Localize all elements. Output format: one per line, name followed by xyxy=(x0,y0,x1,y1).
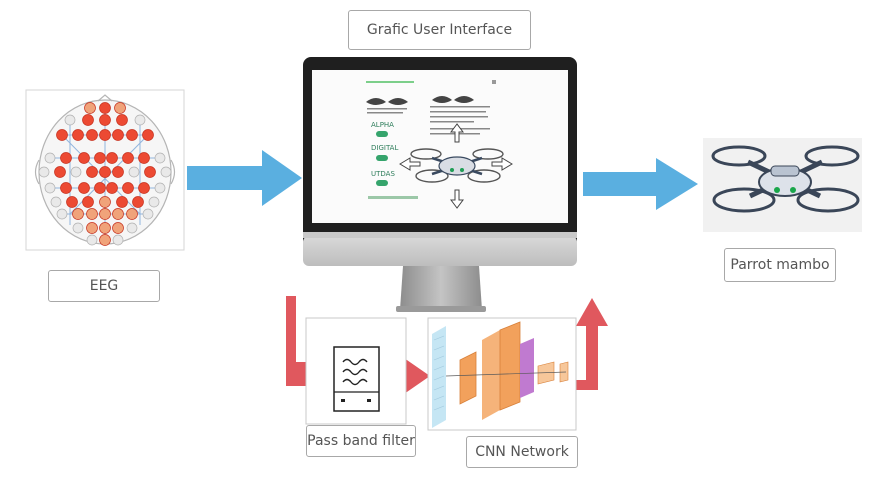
eeg-electrode xyxy=(160,166,172,178)
eeg-electrode xyxy=(142,129,154,141)
eeg-electrode xyxy=(86,129,98,141)
cnn-network-image xyxy=(427,317,577,431)
eeg-electrode xyxy=(84,102,96,114)
eeg-electrode xyxy=(56,208,68,220)
eeg-electrode xyxy=(82,196,94,208)
eeg-cap-image xyxy=(25,89,185,251)
gui-mode-3: UTDAS xyxy=(371,170,395,178)
eeg-electrode xyxy=(99,114,111,126)
arrow-gui-to-drone xyxy=(583,158,698,210)
eeg-electrode xyxy=(78,182,90,194)
gui-toggle-1 xyxy=(376,131,388,137)
eeg-electrode xyxy=(99,234,111,246)
eeg-electrode xyxy=(112,234,124,246)
gui-label: Grafic User Interface xyxy=(348,10,531,50)
eeg-electrode xyxy=(94,182,106,194)
eeg-electrode xyxy=(126,129,138,141)
eeg-electrode xyxy=(116,114,128,126)
eeg-electrode xyxy=(106,182,118,194)
eeg-electrode xyxy=(44,152,56,164)
eeg-electrode xyxy=(144,166,156,178)
eeg-electrode xyxy=(94,152,106,164)
cnn-label: CNN Network xyxy=(466,436,578,468)
filter-label: Pass band filter xyxy=(306,425,416,457)
eeg-electrode xyxy=(106,152,118,164)
eeg-electrode xyxy=(60,182,72,194)
eeg-electrode xyxy=(72,129,84,141)
eeg-electrode xyxy=(99,102,111,114)
eeg-electrode xyxy=(44,182,56,194)
eeg-electrode xyxy=(56,129,68,141)
gui-mode-2: DIGITAL xyxy=(371,144,398,152)
pass-band-filter-image xyxy=(305,317,407,425)
gui-toggle-2 xyxy=(376,155,388,161)
eeg-electrode xyxy=(154,182,166,194)
eeg-electrode xyxy=(99,222,111,234)
eeg-electrode xyxy=(86,234,98,246)
eeg-electrode xyxy=(122,152,134,164)
eeg-electrode xyxy=(112,208,124,220)
eeg-electrode xyxy=(122,182,134,194)
gui-drone-icon xyxy=(410,148,504,183)
eeg-label: EEG xyxy=(48,270,160,302)
drone-label: Parrot mambo xyxy=(724,248,836,282)
eeg-electrode xyxy=(82,114,94,126)
eeg-electrode xyxy=(66,196,78,208)
eeg-electrode xyxy=(99,129,111,141)
gui-screen xyxy=(312,70,568,223)
eeg-electrode xyxy=(78,152,90,164)
eeg-electrode xyxy=(138,152,150,164)
eeg-electrode xyxy=(112,129,124,141)
eeg-electrode xyxy=(154,152,166,164)
eeg-electrode xyxy=(99,166,111,178)
direction-arrows-icon xyxy=(399,123,513,209)
eeg-electrode xyxy=(50,196,62,208)
arrow-eeg-to-gui xyxy=(187,150,302,206)
eeg-electrode xyxy=(86,222,98,234)
eeg-electrode xyxy=(86,166,98,178)
arrow-cnn-to-gui xyxy=(576,298,608,390)
eeg-electrode xyxy=(116,196,128,208)
gui-screenshot: ALPHA DIGITAL UTDAS xyxy=(366,80,513,209)
parrot-mambo-image xyxy=(703,138,862,232)
eeg-electrode xyxy=(99,208,111,220)
eeg-electrode xyxy=(126,222,138,234)
waves-icon xyxy=(342,358,368,386)
eeg-electrode xyxy=(38,166,50,178)
eeg-electrode xyxy=(72,222,84,234)
eeg-electrode xyxy=(132,196,144,208)
eeg-electrode xyxy=(114,102,126,114)
eeg-electrode xyxy=(60,152,72,164)
eeg-electrode xyxy=(128,166,140,178)
gui-toggle-3 xyxy=(376,180,388,186)
eeg-electrode xyxy=(72,208,84,220)
eeg-electrode xyxy=(112,222,124,234)
eeg-electrode xyxy=(134,114,146,126)
eeg-electrodes xyxy=(38,102,172,246)
eeg-electrode xyxy=(148,196,160,208)
eeg-electrode xyxy=(142,208,154,220)
eeg-electrode xyxy=(99,196,111,208)
gui-mode-1: ALPHA xyxy=(371,121,394,129)
eeg-electrode xyxy=(70,166,82,178)
eeg-electrode xyxy=(126,208,138,220)
eeg-electrode xyxy=(112,166,124,178)
eeg-electrode xyxy=(54,166,66,178)
eeg-electrode xyxy=(138,182,150,194)
monitor: ALPHA DIGITAL UTDAS xyxy=(303,57,577,312)
eeg-electrode xyxy=(86,208,98,220)
eeg-electrode xyxy=(64,114,76,126)
